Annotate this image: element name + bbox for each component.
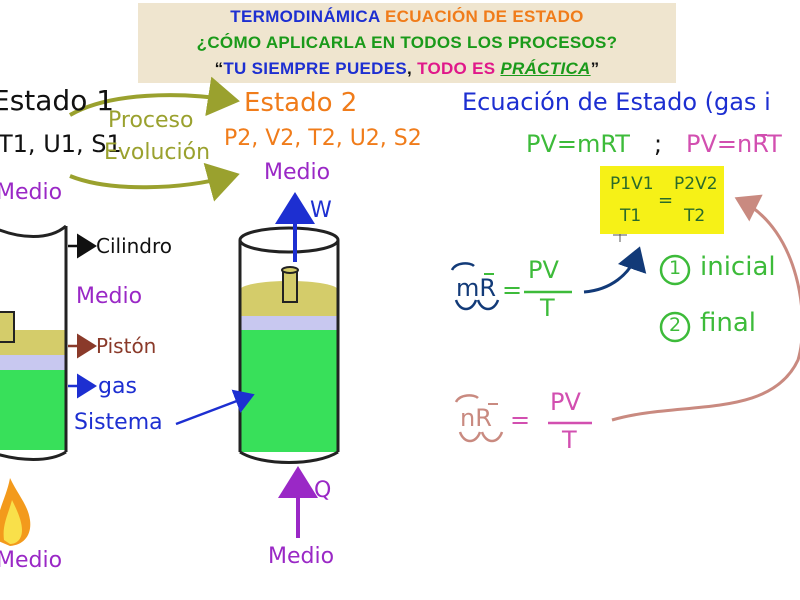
- banner-line-1: TERMODINÁMICA ECUACIÓN DE ESTADO: [138, 7, 676, 27]
- process-arrow-bottom: [69, 162, 240, 202]
- eq-pv-mrt: PV=mRT: [526, 130, 630, 158]
- mr-to-eq-arrow: [583, 246, 647, 294]
- final-number: 2: [669, 314, 682, 336]
- state1-title: Estado 1: [0, 84, 115, 117]
- banner-todo-es: TODO ES: [417, 59, 501, 78]
- equation-title: Ecuación de Estado (gas i: [462, 88, 771, 116]
- title-banner: TERMODINÁMICA ECUACIÓN DE ESTADO ¿CÓMO A…: [138, 3, 676, 83]
- mr-den: T: [540, 294, 555, 322]
- banner-ecuacion: ECUACIÓN DE ESTADO: [384, 7, 584, 26]
- sistema-label: Sistema: [74, 410, 163, 435]
- banner-termodinamica: TERMODINÁMICA: [230, 7, 380, 26]
- state2-title: Estado 2: [244, 88, 358, 118]
- nr-den: T: [562, 426, 577, 454]
- nr-overbrace: [454, 394, 479, 403]
- circle-1-icon: [659, 254, 691, 286]
- final-label: final: [700, 308, 757, 338]
- nr-num: PV: [550, 388, 581, 416]
- eq-separator: ;: [654, 130, 663, 158]
- eq-rhs-den: T2: [684, 206, 706, 226]
- mr-brace: [454, 299, 500, 311]
- mr-equals: =: [502, 276, 523, 304]
- eq-lhs-den: T1: [620, 206, 642, 226]
- process-arrow-top: [69, 76, 240, 117]
- state2-vars: P2, V2, T2, U2, S2: [224, 126, 422, 151]
- banner-line-2: ¿CÓMO APLICARLA EN TODOS LOS PROCESOS?: [196, 33, 618, 52]
- nr-brace: [458, 431, 504, 443]
- state2-medio-bottom: Medio: [268, 544, 335, 569]
- close-quote: ”: [590, 59, 600, 78]
- cylinder-1: [0, 224, 68, 461]
- banner-comma: ,: [407, 59, 418, 78]
- cilindro-label: Cilindro: [96, 234, 173, 258]
- medio-label: Medio: [76, 284, 143, 309]
- equation-highlight-box: [600, 166, 724, 234]
- process-label-2: Evolución: [104, 140, 211, 165]
- eq-pv-nrt: PV=nRT: [686, 130, 782, 158]
- open-quote: “: [214, 59, 224, 78]
- eq-equals: =: [658, 190, 674, 211]
- piston-label: Pistón: [96, 334, 157, 358]
- eq-rhs-num: P2V2: [674, 174, 718, 194]
- initial-number: 1: [669, 257, 682, 279]
- nr-equals: =: [510, 406, 531, 434]
- eq-lhs-num: P1V1: [610, 174, 654, 194]
- heat-label: Q: [314, 478, 332, 503]
- nr-to-eq-curve: [611, 194, 800, 422]
- mr-overbrace: [450, 262, 475, 271]
- initial-label: inicial: [700, 252, 776, 282]
- banner-line-3: “TU SIEMPRE PUEDES, TODO ES PRÁCTICA”: [138, 59, 676, 79]
- state1-vars: T1, U1, S1: [0, 130, 122, 158]
- banner-practica: PRÁCTICA: [500, 59, 591, 78]
- mr-lhs: mR: [456, 274, 497, 302]
- sistema-arrow: [175, 389, 255, 426]
- mr-num: PV: [528, 256, 559, 284]
- banner-tu-siempre: TU SIEMPRE PUEDES: [223, 59, 408, 78]
- process-label-1: Proceso: [108, 108, 194, 133]
- cylinder-2: [238, 226, 340, 464]
- fire-icon: [0, 478, 31, 546]
- state1-medio-bottom: Medio: [0, 548, 63, 573]
- gas-label: gas: [98, 374, 137, 399]
- state2-medio-top: Medio: [264, 160, 331, 185]
- state1-medio-top: Medio: [0, 180, 63, 205]
- nr-lhs: nR: [460, 404, 492, 432]
- circle-2-icon: [659, 311, 691, 343]
- work-label: W: [310, 198, 332, 223]
